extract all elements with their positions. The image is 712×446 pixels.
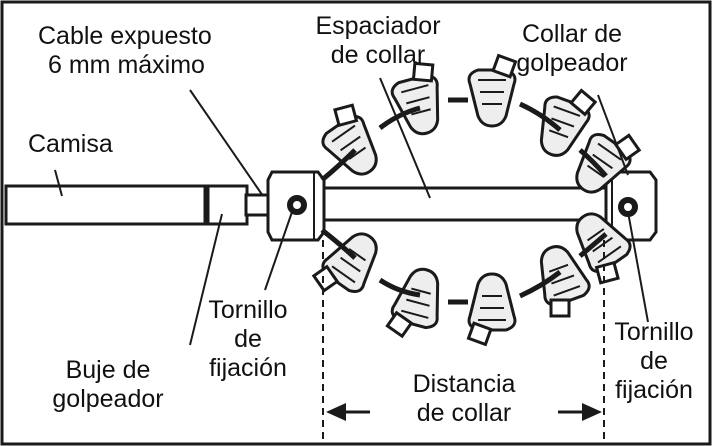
flail-bushing-line-2: golpeador xyxy=(52,385,164,413)
flail-bushing-label: Buje de golpeador xyxy=(30,356,186,414)
leader-lines xyxy=(54,77,649,346)
set-screw-left-line-3: fijación xyxy=(209,354,287,382)
flail-collar-line-1: Collar de xyxy=(521,20,623,48)
set-screw-left-label: Tornillo de fijación xyxy=(186,296,310,383)
upper-flail-chain xyxy=(309,54,645,205)
cable-jacket xyxy=(4,184,210,226)
flail-collar-label: Collar de golpeador xyxy=(497,20,647,78)
collar-distance-dimension xyxy=(322,240,605,444)
set-screw-left-line-2: de xyxy=(234,325,262,353)
jacket-text: Camisa xyxy=(28,130,113,158)
exposed-cable-line-2: 6 mm máximo xyxy=(48,51,205,79)
collar-distance-line-1: Distancia xyxy=(412,370,516,398)
set-screw-right-line-2: de xyxy=(640,347,668,375)
collar-distance-line-2: de collar xyxy=(416,399,512,427)
exposed-cable-line-1: Cable expuesto xyxy=(38,22,212,50)
flail-collar-line-2: golpeador xyxy=(516,49,628,77)
flail-bushing-line-1: Buje de xyxy=(65,356,151,384)
left-flail-collar xyxy=(266,170,326,242)
jacket-label: Camisa xyxy=(28,130,113,159)
flail-bushing xyxy=(203,184,249,226)
collar-spacer-line-2: de collar xyxy=(330,41,426,69)
collar-spacer-label: Espaciador de collar xyxy=(298,12,458,70)
set-screw-left-line-1: Tornillo xyxy=(208,296,288,324)
collar-distance-label: Distancia de collar xyxy=(380,370,548,428)
set-screw-right-line-1: Tornillo xyxy=(614,318,694,346)
collar-spacer xyxy=(322,186,608,222)
collar-spacer-line-1: Espaciador xyxy=(315,12,441,40)
lower-flail-chain xyxy=(308,202,644,346)
set-screw-right-line-3: fijación xyxy=(615,376,693,404)
set-screw-right-label: Tornillo de fijación xyxy=(598,318,710,405)
exposed-cable-label: Cable expuesto 6 mm máximo xyxy=(38,22,212,80)
